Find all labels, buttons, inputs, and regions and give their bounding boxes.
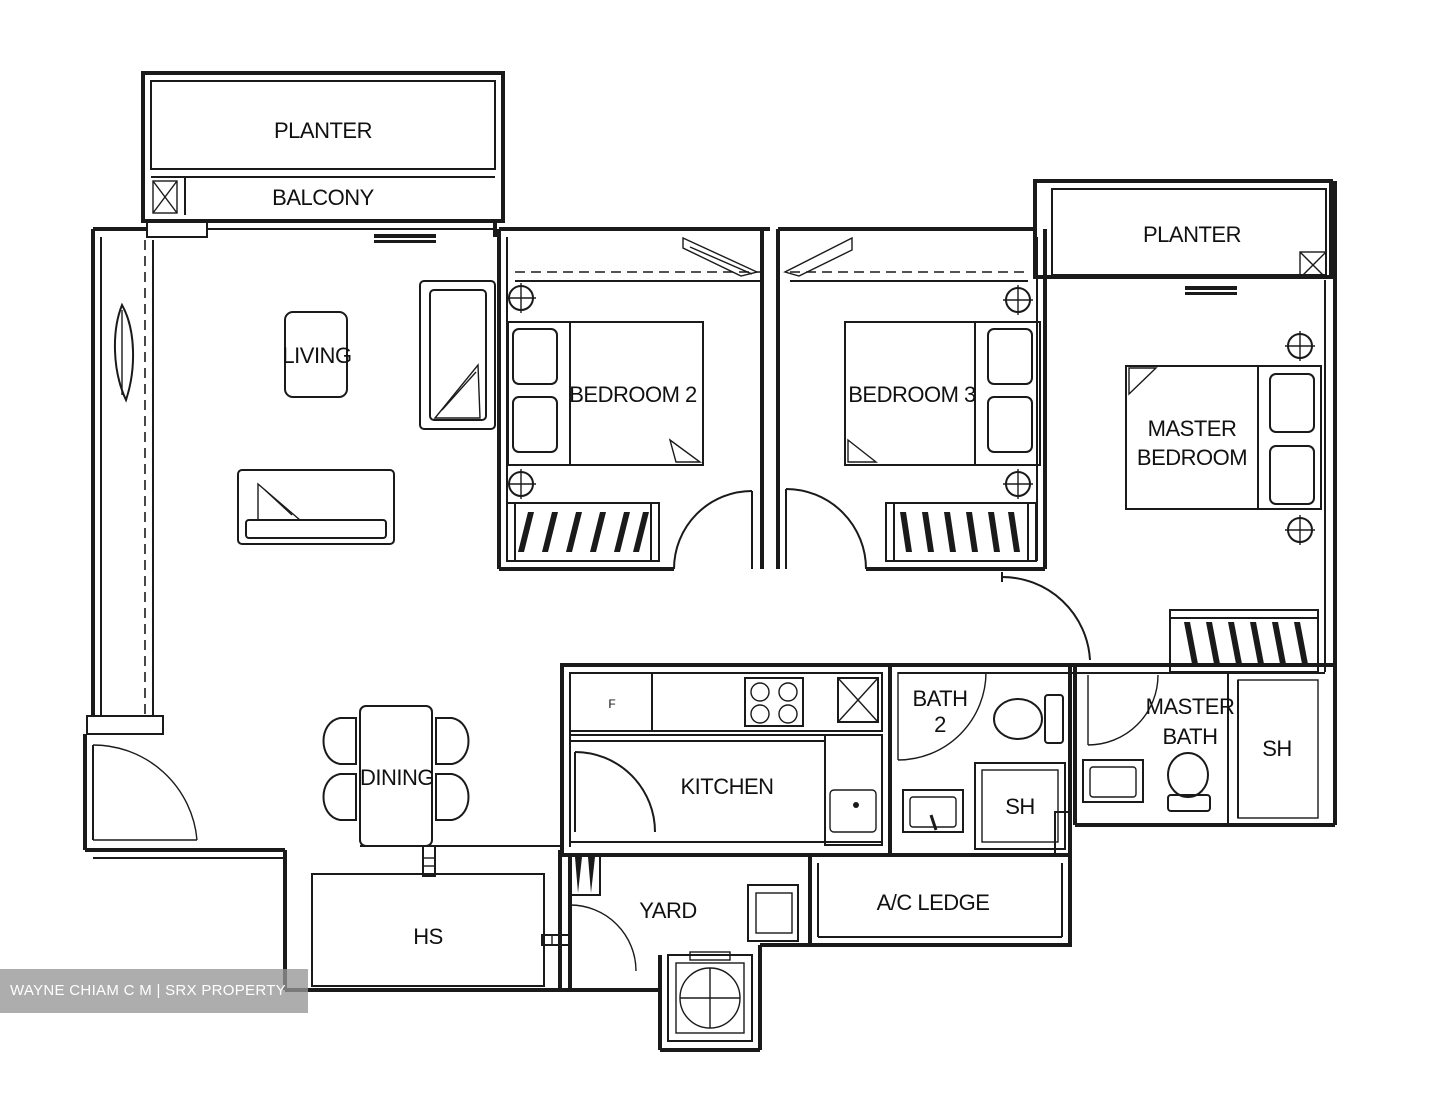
label-master-bedroom-2: BEDROOM bbox=[1137, 445, 1247, 470]
label-bedroom3: BEDROOM 3 bbox=[848, 382, 976, 407]
label-kitchen: KITCHEN bbox=[680, 774, 773, 799]
label-master-bedroom-1: MASTER bbox=[1148, 416, 1237, 441]
label-bedroom2: BEDROOM 2 bbox=[569, 382, 697, 407]
bedroom3-block bbox=[778, 227, 1047, 571]
living-dining-furniture bbox=[113, 234, 560, 877]
label-ac-ledge: A/C LEDGE bbox=[877, 890, 990, 915]
room-labels: PLANTER BALCONY PLANTER LIVING BEDROOM 2… bbox=[272, 118, 1292, 949]
floor-trap-icon bbox=[152, 180, 178, 214]
label-sh-bath2: SH bbox=[1005, 794, 1035, 819]
label-bath2-1: BATH bbox=[912, 686, 967, 711]
label-planter-right: PLANTER bbox=[1143, 222, 1241, 247]
kitchen-fittings bbox=[569, 672, 883, 896]
washer-icon bbox=[675, 962, 745, 1034]
floor-trap-icon bbox=[1299, 251, 1327, 279]
label-yard: YARD bbox=[639, 898, 697, 923]
label-planter-top: PLANTER bbox=[274, 118, 372, 143]
label-living: LIVING bbox=[282, 343, 351, 368]
label-master-bath-1: MASTER bbox=[1146, 694, 1235, 719]
watermark: WAYNE CHIAM C M | SRX PROPERTY bbox=[0, 969, 308, 1013]
label-sh-master: SH bbox=[1262, 736, 1292, 761]
baths-block bbox=[888, 663, 1335, 857]
label-hs: HS bbox=[413, 924, 443, 949]
label-dining: DINING bbox=[360, 765, 434, 790]
label-fridge: F bbox=[608, 697, 615, 711]
master-bedroom-block bbox=[1001, 181, 1337, 825]
planter-balcony-block bbox=[141, 71, 505, 223]
label-bath2-2: 2 bbox=[934, 712, 946, 737]
label-master-bath-2: BATH bbox=[1162, 724, 1217, 749]
label-balcony: BALCONY bbox=[272, 185, 374, 210]
outer-walls bbox=[83, 220, 1072, 1052]
bedroom2-block bbox=[497, 227, 780, 571]
